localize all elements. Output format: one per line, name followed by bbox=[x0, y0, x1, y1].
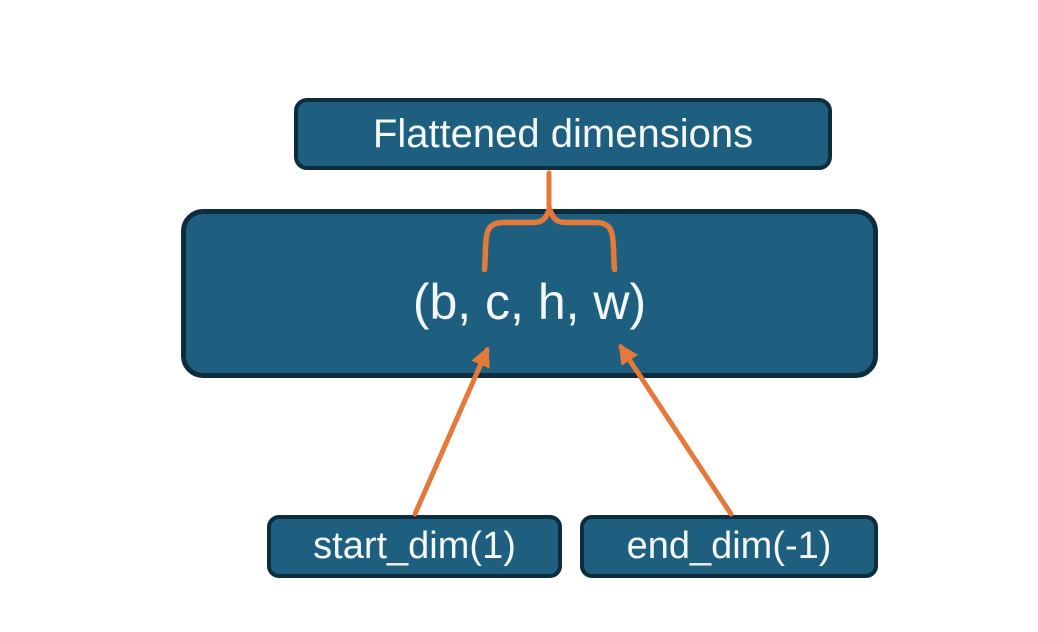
flattened-dimensions-node: Flattened dimensions bbox=[294, 98, 832, 170]
end-dim-label: end_dim(-1) bbox=[626, 525, 832, 567]
flattened-dimensions-label: Flattened dimensions bbox=[372, 111, 754, 156]
tensor-shape-label: (b, c, h, w) bbox=[412, 273, 647, 330]
start-dim-label: start_dim(1) bbox=[313, 525, 516, 567]
start-dim-node: start_dim(1) bbox=[267, 515, 562, 578]
end-dim-node: end_dim(-1) bbox=[580, 515, 878, 578]
tensor-shape-node: (b, c, h, w) bbox=[181, 209, 878, 378]
